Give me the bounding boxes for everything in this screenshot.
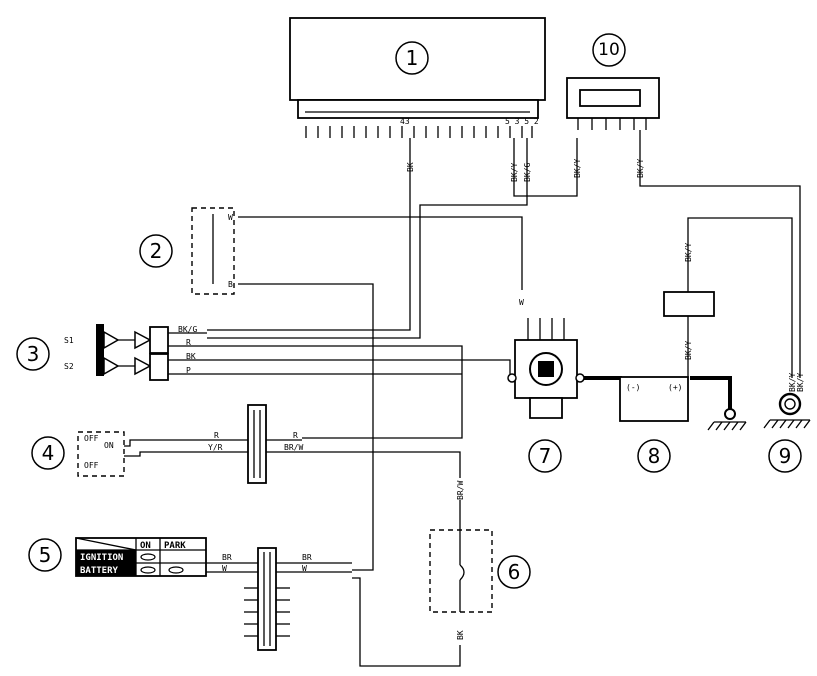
ecu-pin-label-43: 43 bbox=[400, 117, 410, 126]
svg-text:10: 10 bbox=[598, 40, 620, 60]
wire-label-bky-fuse: BK/Y bbox=[684, 243, 693, 262]
svg-text:8: 8 bbox=[648, 444, 661, 468]
wire-label-bky-relay: BK/Y bbox=[573, 159, 582, 178]
svg-text:4: 4 bbox=[42, 441, 55, 465]
label-s1: S1 bbox=[64, 336, 74, 345]
wire-label-w-ign-right: W bbox=[302, 564, 307, 573]
ignition-header-on: ON bbox=[140, 541, 151, 551]
pump-7: W bbox=[507, 298, 585, 419]
callout-2: 2 bbox=[139, 234, 173, 268]
svg-text:2: 2 bbox=[150, 239, 163, 263]
svg-text:1: 1 bbox=[406, 46, 419, 70]
ignition-row-battery: BATTERY bbox=[80, 566, 119, 576]
callout-8: 8 bbox=[637, 439, 671, 473]
wire-label-bkg-ecu: BK/G bbox=[523, 163, 532, 182]
battery-neg: (-) bbox=[626, 383, 640, 392]
wire-label-p-conn: P bbox=[186, 366, 191, 375]
ecu-pin-row bbox=[305, 126, 533, 138]
switch-4: OFF ON OFF R Y/R R BR/W bbox=[77, 404, 461, 484]
callout-4: 4 bbox=[31, 436, 65, 470]
relay-unit bbox=[566, 77, 660, 130]
wire-label-bky-fuse-lower: BK/Y bbox=[684, 341, 693, 360]
wire-label-brw-switch: BR/W bbox=[284, 443, 303, 452]
ecu-unit: 43 5 3 5 2 bbox=[289, 17, 546, 138]
svg-text:9: 9 bbox=[779, 444, 792, 468]
sensor-pair-3: S1 S2 BK/G R BK P bbox=[64, 324, 511, 439]
wire-label-bky-ecu: BK/Y bbox=[510, 163, 519, 182]
wire-label-bk-conn: BK bbox=[186, 352, 196, 361]
callout-3: 3 bbox=[16, 337, 50, 371]
battery-pos: (+) bbox=[668, 383, 682, 392]
callout-5: 5 bbox=[28, 538, 62, 572]
callout-10: 10 bbox=[592, 33, 626, 67]
callout-1: 1 bbox=[395, 41, 429, 75]
wire-label-r-switch-right: R bbox=[293, 431, 298, 440]
switch-off-top: OFF bbox=[84, 434, 99, 443]
label-s2: S2 bbox=[64, 362, 74, 371]
breaker-6: BR/W BK bbox=[352, 481, 493, 667]
svg-text:6: 6 bbox=[508, 560, 521, 584]
wire-label-bkg-conn: BK/G bbox=[178, 325, 197, 334]
callout-9: 9 bbox=[768, 439, 802, 473]
wire-label-bky-9b: BK/Y bbox=[796, 373, 805, 392]
ignition-header-park: PARK bbox=[164, 541, 186, 551]
svg-text:3: 3 bbox=[27, 342, 40, 366]
callout-6: 6 bbox=[497, 555, 531, 589]
wire-label-yr-switch: Y/R bbox=[208, 443, 223, 452]
wire-label-brw-six: BR/W bbox=[456, 481, 465, 500]
switch-off-bottom: OFF bbox=[84, 461, 99, 470]
ground-sensor-9: BK/Y BK/Y bbox=[763, 373, 811, 429]
wire-label-bk-ecu: BK bbox=[406, 162, 415, 172]
ecu-pin-label-53: 5 3 5 2 bbox=[505, 117, 539, 126]
wire-label-r-conn: R bbox=[186, 338, 191, 347]
ignition-switch-5: ON PARK IGNITION BATTERY BR W BR W bbox=[75, 537, 352, 651]
wire-label-w-pump: W bbox=[519, 298, 524, 307]
wire-label-b-sensor: B bbox=[228, 280, 233, 289]
ignition-row-ignition: IGNITION bbox=[80, 553, 123, 563]
wire-label-w-ign-left: W bbox=[222, 564, 227, 573]
battery-8: (-) (+) BK/Y BK/Y bbox=[584, 217, 793, 431]
wire-label-br-ign-right: BR bbox=[302, 553, 312, 562]
ecu-wires: BK BK/Y BK/G BK/Y BK/Y bbox=[207, 130, 801, 378]
wire-label-w-sensor: W bbox=[228, 213, 233, 222]
sensor-2: W B bbox=[191, 207, 523, 571]
wire-label-r-switch-left: R bbox=[214, 431, 219, 440]
switch-on: ON bbox=[104, 441, 114, 450]
svg-text:5: 5 bbox=[39, 543, 52, 567]
callout-7: 7 bbox=[528, 439, 562, 473]
wire-label-bky-9a: BK/Y bbox=[788, 373, 797, 392]
svg-text:7: 7 bbox=[539, 444, 552, 468]
wire-label-br-ign-left: BR bbox=[222, 553, 232, 562]
wire-label-bky-right: BK/Y bbox=[636, 159, 645, 178]
wire-label-bk-six: BK bbox=[456, 630, 465, 640]
